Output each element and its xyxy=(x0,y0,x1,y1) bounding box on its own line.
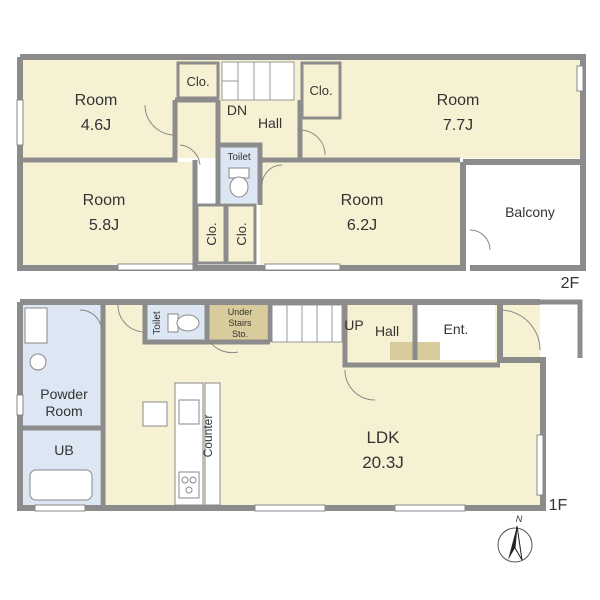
door-arc-2f-2 xyxy=(299,129,326,156)
counter-bar xyxy=(204,382,221,506)
door-arc-2f-3 xyxy=(179,144,201,166)
door-arc-1f-5 xyxy=(209,341,239,354)
ldk-name: LDK xyxy=(366,428,400,447)
stairs-1f xyxy=(271,304,343,343)
ub-label: UB xyxy=(54,442,73,458)
room-nw-name: Room xyxy=(75,92,118,109)
window-2f-1 xyxy=(117,263,194,271)
ldk-size: 20.3J xyxy=(362,453,404,472)
floor-1: LDK 20.3J Powder Room UB Toilet Under St… xyxy=(16,299,583,514)
compass-needle xyxy=(508,526,517,560)
counter-label: Counter xyxy=(201,415,215,458)
stairs-dir-1f: UP xyxy=(344,317,363,333)
door-arc-1f-1 xyxy=(117,304,146,333)
closet-1-label: Clo. xyxy=(186,74,209,89)
room-sw-area xyxy=(20,162,195,265)
door-arc-1f-4 xyxy=(499,309,541,351)
stairs-dir-2f: DN xyxy=(227,102,247,118)
closet-3-area xyxy=(195,203,227,265)
bathtub xyxy=(29,469,93,501)
inner-walls-1f xyxy=(20,302,500,508)
room-nw-area xyxy=(20,60,175,158)
window-1f-1 xyxy=(34,504,86,512)
porch-wall xyxy=(500,299,583,358)
hall-2f-label: Hall xyxy=(258,115,282,131)
room-sw-size: 5.8J xyxy=(89,217,119,234)
under-stairs-label-1: Under xyxy=(228,307,253,317)
sink xyxy=(178,399,200,425)
room-nw-size: 4.6J xyxy=(81,117,111,134)
toilet-2f-label: Toilet xyxy=(227,152,251,163)
compass-needle-outline xyxy=(514,525,523,561)
window-1f-2 xyxy=(254,504,326,512)
level-label-2f: 2F xyxy=(561,275,580,292)
closet-4-area xyxy=(225,203,257,265)
door-arc-2f-1 xyxy=(144,104,176,136)
room-ne-size: 7.7J xyxy=(443,117,473,134)
balcony-area xyxy=(465,165,580,265)
hall-1f-label: Hall xyxy=(375,323,399,339)
door-arc-1f-3 xyxy=(79,309,103,333)
closet-2-label: Clo. xyxy=(309,83,332,98)
powder-room-label-1: Powder xyxy=(40,386,88,402)
room-se-size: 6.2J xyxy=(347,217,377,234)
under-stairs-label-3: Sto. xyxy=(232,329,248,339)
under-stairs-area xyxy=(207,305,267,342)
window-1f-5 xyxy=(16,394,24,416)
inner-walls-2f xyxy=(20,97,460,265)
compass-north-label: N xyxy=(516,514,523,524)
window-2f-4 xyxy=(576,65,584,92)
room-sw-name: Room xyxy=(83,192,126,209)
washlet xyxy=(24,307,48,344)
stove xyxy=(178,471,200,499)
under-stairs-label-2: Stairs xyxy=(228,318,252,328)
closet-4-label: Clo. xyxy=(234,222,249,245)
window-1f-4 xyxy=(536,434,544,496)
fridge xyxy=(142,401,168,427)
toilet-1f-fixture xyxy=(167,313,200,333)
room-se-name: Room xyxy=(341,192,384,209)
powder-room-label-2: Room xyxy=(45,403,82,419)
balcony-label: Balcony xyxy=(505,204,555,220)
door-arc-2f-4 xyxy=(261,164,283,186)
entrance-label: Ent. xyxy=(444,321,469,337)
washbasin xyxy=(29,353,47,371)
floor-2: Room 4.6J Room 7.7J Room 5.8J Room 6.2J … xyxy=(16,54,586,292)
window-2f-2 xyxy=(264,263,341,271)
north-compass: N xyxy=(497,514,533,563)
door-arc-2f-5 xyxy=(469,229,491,251)
balcony-wall xyxy=(463,159,586,271)
room-se-area xyxy=(260,162,460,265)
room-ne-name: Room xyxy=(437,92,480,109)
room-ne-area xyxy=(303,60,580,158)
closet-2-area xyxy=(300,61,342,120)
stairs-2f xyxy=(221,61,295,101)
window-2f-3 xyxy=(16,99,24,146)
closet-3-label: Clo. xyxy=(204,222,219,245)
door-arc-1f-2 xyxy=(344,369,376,401)
window-1f-3 xyxy=(394,504,466,512)
level-label-1f: 1F xyxy=(549,497,568,514)
toilet-1f-label: Toilet xyxy=(152,311,163,335)
toilet-2f-fixture xyxy=(228,167,250,198)
